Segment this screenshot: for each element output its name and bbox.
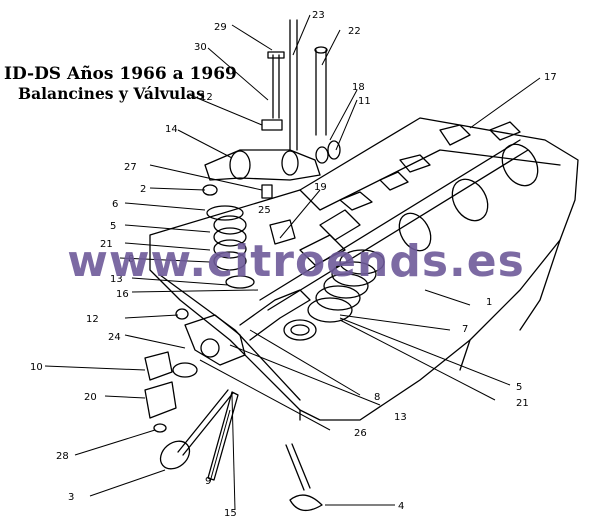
callout-21a: 21 <box>100 239 113 250</box>
callout-23: 23 <box>312 10 325 21</box>
callout-28: 28 <box>56 451 69 462</box>
watermark-text: www.citroends.es <box>67 236 525 287</box>
callout-1: 1 <box>486 297 492 308</box>
callout-15: 15 <box>224 508 237 519</box>
callout-labels: 29 23 22 30 17 18 12 11 14 27 2 19 6 25 … <box>30 10 557 519</box>
callout-13a: 13 <box>110 274 123 285</box>
valve-bottom <box>285 443 323 512</box>
rocker-arm-lower <box>144 289 311 481</box>
leader-lines <box>44 14 541 511</box>
callout-29: 29 <box>214 22 227 33</box>
callout-10: 10 <box>30 362 43 373</box>
callout-19: 19 <box>314 182 327 193</box>
callout-18: 18 <box>352 82 365 93</box>
callout-8a: 8 <box>128 254 134 265</box>
callout-3: 3 <box>68 492 74 503</box>
cylinder-head-body <box>149 117 579 421</box>
callout-11: 11 <box>358 96 371 107</box>
diagram-title: ID-DS Años 1966 a 1969 <box>4 64 237 84</box>
callout-5b: 5 <box>516 382 522 393</box>
callout-25: 25 <box>258 205 271 216</box>
callout-17: 17 <box>544 72 557 83</box>
callout-8b: 8 <box>374 392 380 403</box>
callout-5a: 5 <box>110 221 116 232</box>
callout-30: 30 <box>194 42 207 53</box>
callout-16: 16 <box>116 289 129 300</box>
callout-12b: 12 <box>86 314 99 325</box>
callout-24: 24 <box>108 332 121 343</box>
callout-26: 26 <box>354 428 367 439</box>
callout-9: 9 <box>205 476 211 487</box>
callout-12a: 12 <box>200 92 213 103</box>
callout-6: 6 <box>112 199 118 210</box>
callout-21b: 21 <box>516 398 529 409</box>
callout-7: 7 <box>462 324 468 335</box>
callout-13b: 13 <box>394 412 407 423</box>
callout-14: 14 <box>165 124 178 135</box>
callout-4: 4 <box>398 501 404 512</box>
valve-springs-on-head <box>283 249 385 341</box>
callout-27: 27 <box>124 162 137 173</box>
callout-20: 20 <box>84 392 97 403</box>
spring-stack-left <box>202 184 296 289</box>
diagram-subtitle: Balancines y Válvulas <box>18 84 205 103</box>
callout-22: 22 <box>348 26 361 37</box>
adjusting-screw-rod <box>261 19 328 151</box>
rocker-shaft-assembly <box>259 121 539 311</box>
callout-2: 2 <box>140 184 146 195</box>
rocker-arm-left <box>204 140 341 181</box>
